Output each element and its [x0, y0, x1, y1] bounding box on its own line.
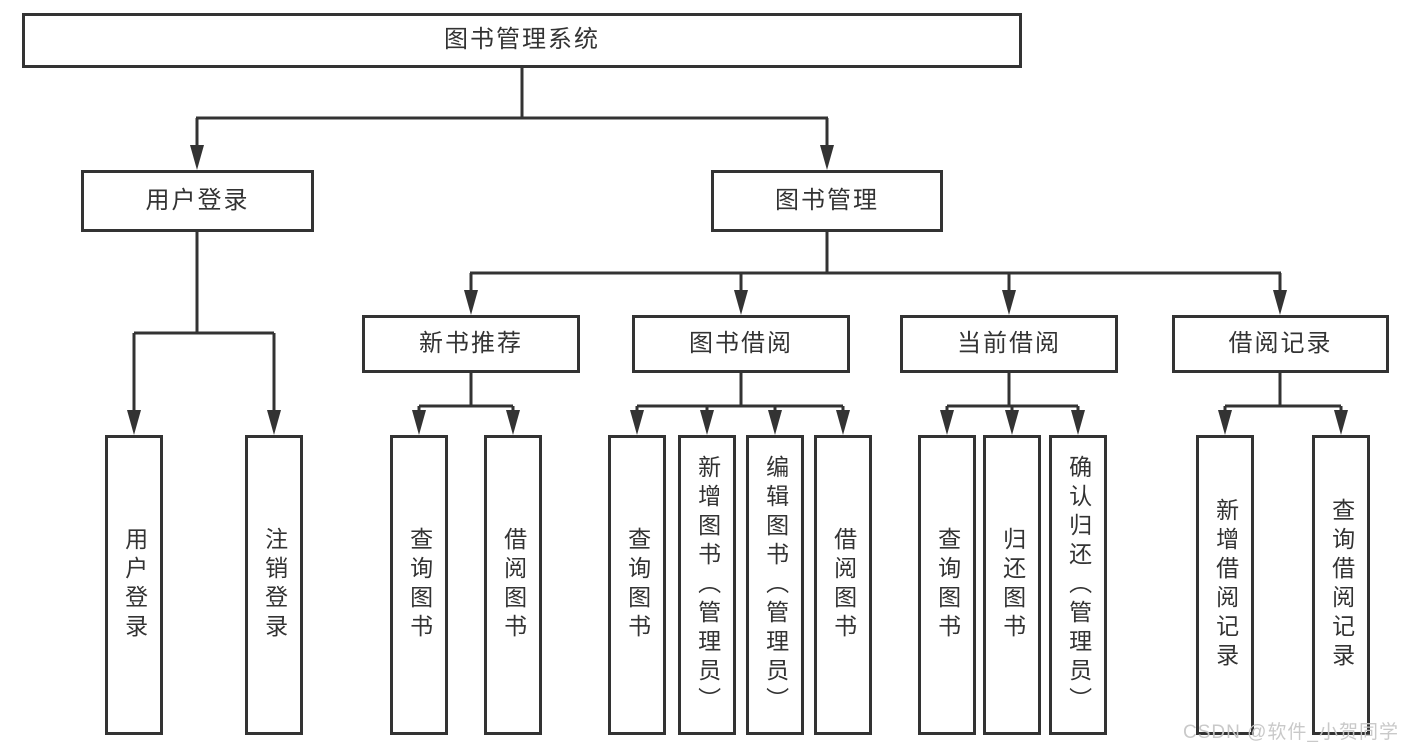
- arrow-down-icon: [1218, 410, 1232, 435]
- node-leaf-query-books-2: 查询图书: [608, 435, 666, 735]
- arrow-down-icon: [190, 145, 204, 170]
- arrow-down-icon: [768, 410, 782, 435]
- arrow-down-icon: [267, 410, 281, 435]
- csdn-watermark: CSDN @软件_小贺同学: [1183, 722, 1399, 743]
- arrow-down-icon: [940, 410, 954, 435]
- arrow-down-icon: [700, 410, 714, 435]
- node-leaf-query-books-3: 查询图书: [918, 435, 976, 735]
- arrow-down-icon: [1002, 290, 1016, 315]
- arrow-down-icon: [1273, 290, 1287, 315]
- node-leaf-edit-books-admin: 编辑图书（管理员）: [746, 435, 804, 735]
- node-leaf-add-borrow-record: 新增借阅记录: [1196, 435, 1254, 735]
- arrow-down-icon: [820, 145, 834, 170]
- node-leaf-borrow-books-1: 借阅图书: [484, 435, 542, 735]
- arrow-down-icon: [1334, 410, 1348, 435]
- arrow-down-icon: [1071, 410, 1085, 435]
- node-new-book-recommend: 新书推荐: [362, 315, 580, 373]
- arrow-down-icon: [734, 290, 748, 315]
- node-root-system: 图书管理系统: [22, 13, 1022, 68]
- node-leaf-add-books-admin: 新增图书（管理员）: [678, 435, 736, 735]
- node-leaf-borrow-books-2: 借阅图书: [814, 435, 872, 735]
- arrow-down-icon: [506, 410, 520, 435]
- node-leaf-return-books: 归还图书: [983, 435, 1041, 735]
- arrow-down-icon: [464, 290, 478, 315]
- node-leaf-query-borrow-record: 查询借阅记录: [1312, 435, 1370, 735]
- arrow-down-icon: [127, 410, 141, 435]
- node-leaf-query-books-1: 查询图书: [390, 435, 448, 735]
- node-current-borrowing: 当前借阅: [900, 315, 1118, 373]
- node-leaf-confirm-return-admin: 确认归还（管理员）: [1049, 435, 1107, 735]
- arrow-down-icon: [836, 410, 850, 435]
- node-user-login: 用户登录: [81, 170, 314, 232]
- arrow-down-icon: [412, 410, 426, 435]
- node-borrow-records: 借阅记录: [1172, 315, 1389, 373]
- node-book-borrowing: 图书借阅: [632, 315, 850, 373]
- node-leaf-logout: 注销登录: [245, 435, 303, 735]
- arrow-down-icon: [630, 410, 644, 435]
- arrow-down-icon: [1005, 410, 1019, 435]
- node-leaf-user-login: 用户登录: [105, 435, 163, 735]
- node-book-management: 图书管理: [711, 170, 943, 232]
